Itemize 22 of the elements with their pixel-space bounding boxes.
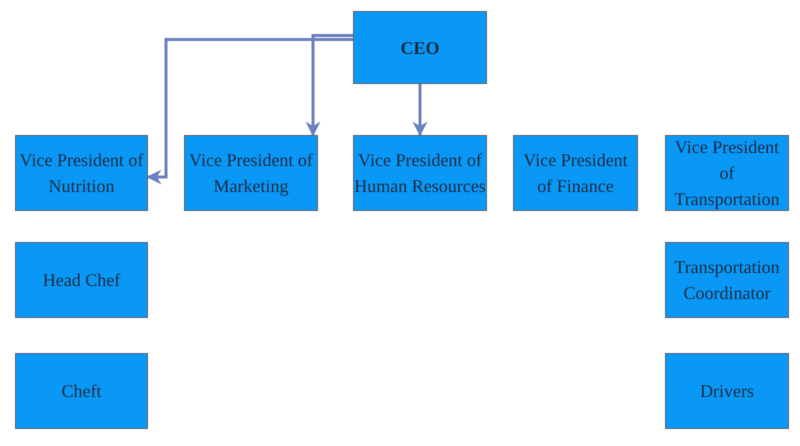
role-title: Vice President of Nutrition [18,149,144,198]
role-title: Transportation Coordinator [673,256,781,305]
role-title: Vice President of Transportation [673,136,781,211]
org-box [665,242,789,318]
connector-arrow [146,38,353,184]
connector-arrow [412,84,428,136]
connector-arrow [306,34,353,136]
org-box [15,353,148,429]
role-title: CEO [400,36,440,60]
role-title: Drivers [700,380,754,403]
role-title: Vice President of Human Resources [354,149,486,198]
org-box [665,353,789,429]
role-title: Head Chef [42,269,120,292]
role-title: Cheft [62,380,102,403]
org-box [184,135,318,211]
org-box [15,135,148,211]
org-box [353,135,487,211]
org-box [15,242,148,318]
role-title: Vice President of Marketing [188,149,314,198]
role-title: Vice President of Finance [522,149,629,198]
org-box [513,135,638,211]
org-box [353,11,487,84]
